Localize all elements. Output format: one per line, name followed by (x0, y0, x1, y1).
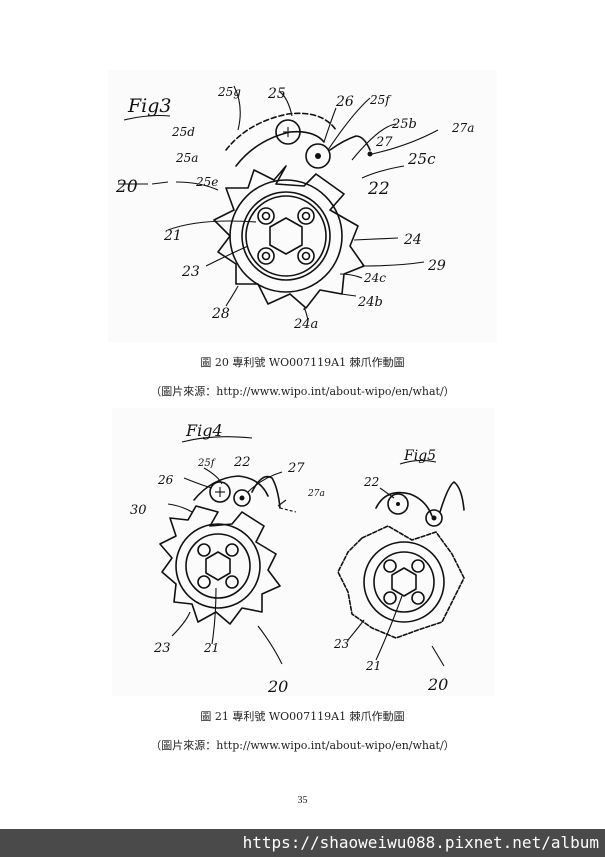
label-27a: 27a (451, 121, 474, 135)
patent-figure-4-5: Fig4 Fig5 (112, 408, 494, 696)
figure-21-caption: 圖 21 專利號 WO007119A1 棘爪作動圖 (200, 710, 405, 723)
fig4-label-25f: 25f (197, 458, 217, 469)
fig4-label-20: 20 (267, 677, 288, 696)
label-27: 27 (375, 135, 393, 150)
label-29: 29 (427, 258, 446, 274)
page-number: 35 (297, 795, 308, 806)
label-25d: 25d (171, 125, 195, 139)
fig4-label-23: 23 (153, 641, 171, 656)
fig4-label-21: 21 (203, 641, 219, 655)
figure-21-source: （圖片來源：http://www.wipo.int/about-wipo/en/… (150, 739, 455, 752)
label-24a: 24a (293, 317, 318, 332)
fig3-label: Fig3 (127, 95, 172, 117)
fig5-label-23: 23 (333, 637, 350, 651)
fig4-label-30: 30 (130, 503, 147, 518)
fig4-ratchet (159, 475, 297, 625)
fig4-label-27a: 27a (307, 489, 325, 499)
label-23: 23 (181, 264, 200, 280)
fig5-label-21: 21 (365, 659, 381, 673)
fig4-label-22: 22 (233, 455, 251, 470)
fig5-label-22: 22 (363, 475, 379, 489)
fig5-label: Fig5 (403, 448, 436, 464)
fig3-drawing: Fig3 (115, 85, 474, 332)
fig4-label-27: 27 (287, 461, 305, 476)
label-21: 21 (163, 228, 182, 244)
figure-20-caption: 圖 20 專利號 WO007119A1 棘爪作動圖 (200, 356, 405, 369)
fig4-label-26: 26 (157, 473, 174, 487)
label-25f: 25f (369, 93, 392, 107)
fig5-ratchet (337, 481, 465, 639)
label-26: 26 (335, 94, 354, 110)
label-25a: 25a (175, 151, 198, 165)
label-25c: 25c (407, 150, 436, 168)
fig4-5-drawing: Fig4 Fig5 (130, 421, 465, 696)
label-28: 28 (211, 306, 230, 322)
fig4-label: Fig4 (185, 421, 223, 440)
label-25g: 25g (217, 85, 241, 99)
label-24: 24 (403, 232, 422, 248)
label-24b: 24b (357, 295, 383, 310)
watermark-url: https://shaoweiwu088.pixnet.net/album (0, 829, 605, 857)
label-22: 22 (367, 179, 390, 199)
figure-20-source: （圖片來源：http://www.wipo.int/about-wipo/en/… (150, 385, 455, 398)
label-20: 20 (115, 177, 138, 197)
patent-figure-3: Fig3 (108, 70, 497, 342)
fig5-label-20: 20 (427, 675, 448, 694)
label-25: 25 (267, 86, 286, 102)
ratchet-wheel (213, 165, 365, 309)
label-25e: 25e (195, 175, 218, 189)
label-24c: 24c (363, 271, 386, 285)
label-25b: 25b (391, 117, 417, 132)
